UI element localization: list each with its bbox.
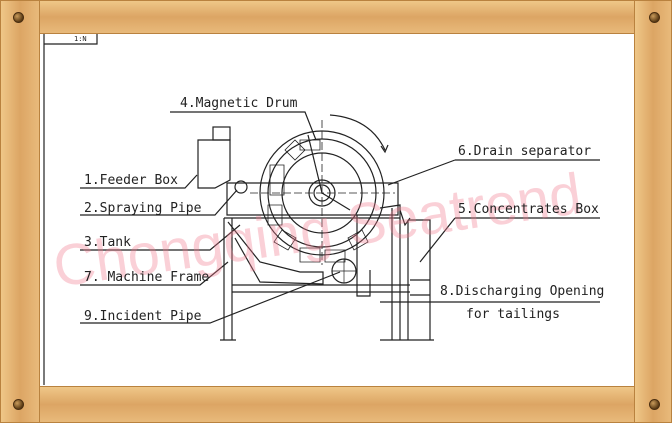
leader-line xyxy=(80,224,241,251)
screw-icon xyxy=(649,399,660,410)
screw-icon xyxy=(13,12,24,23)
leader-line xyxy=(80,271,341,324)
machine-frame xyxy=(220,217,400,341)
label-magnetic-drum: 4.Magnetic Drum xyxy=(180,96,298,111)
frame-left xyxy=(0,0,40,423)
leader-line xyxy=(80,189,238,216)
title-block-label: 1:N xyxy=(74,35,87,43)
frame-bottom xyxy=(0,386,672,423)
frame-top xyxy=(0,0,672,34)
diagram-canvas: Chongqing Seatrend 1:N 4.Magnetic Drum 1… xyxy=(40,34,634,386)
label-feeder-box: 1.Feeder Box xyxy=(84,173,178,188)
spraying-pipe xyxy=(234,180,248,194)
label-tank: 3.Tank xyxy=(84,235,131,250)
title-block-outline xyxy=(43,34,98,385)
magnetic-separator-diagram: Chongqing Seatrend 1:N 4.Magnetic Drum 1… xyxy=(43,34,604,385)
leader-line xyxy=(170,111,317,141)
screw-icon xyxy=(649,12,660,23)
label-spraying-pipe: 2.Spraying Pipe xyxy=(84,201,202,216)
feeder-box-top xyxy=(212,126,231,141)
label-concentrates-box: 5.Concentrates Box xyxy=(458,202,599,217)
label-discharging-opening: 8.Discharging Opening xyxy=(440,284,604,299)
label-incident-pipe: 9.Incident Pipe xyxy=(84,309,202,324)
rotation-arrow xyxy=(329,114,386,151)
leader-line xyxy=(80,174,198,189)
concentrates-box xyxy=(404,219,434,341)
leader-line xyxy=(387,159,600,186)
tank xyxy=(226,182,399,216)
screw-icon xyxy=(13,399,24,410)
leader-line xyxy=(419,217,600,263)
feeder-box xyxy=(197,139,231,189)
magnet-blocks xyxy=(267,139,369,263)
discharging-opening xyxy=(356,215,371,297)
leader-line xyxy=(80,261,229,286)
label-machine-frame: 7. Machine Frame xyxy=(84,270,209,285)
frame-right xyxy=(634,0,672,423)
label-drain-separator: 6.Drain separator xyxy=(458,144,591,159)
drain-separator xyxy=(399,209,411,227)
label-discharging-opening-2: for tailings xyxy=(466,307,560,322)
